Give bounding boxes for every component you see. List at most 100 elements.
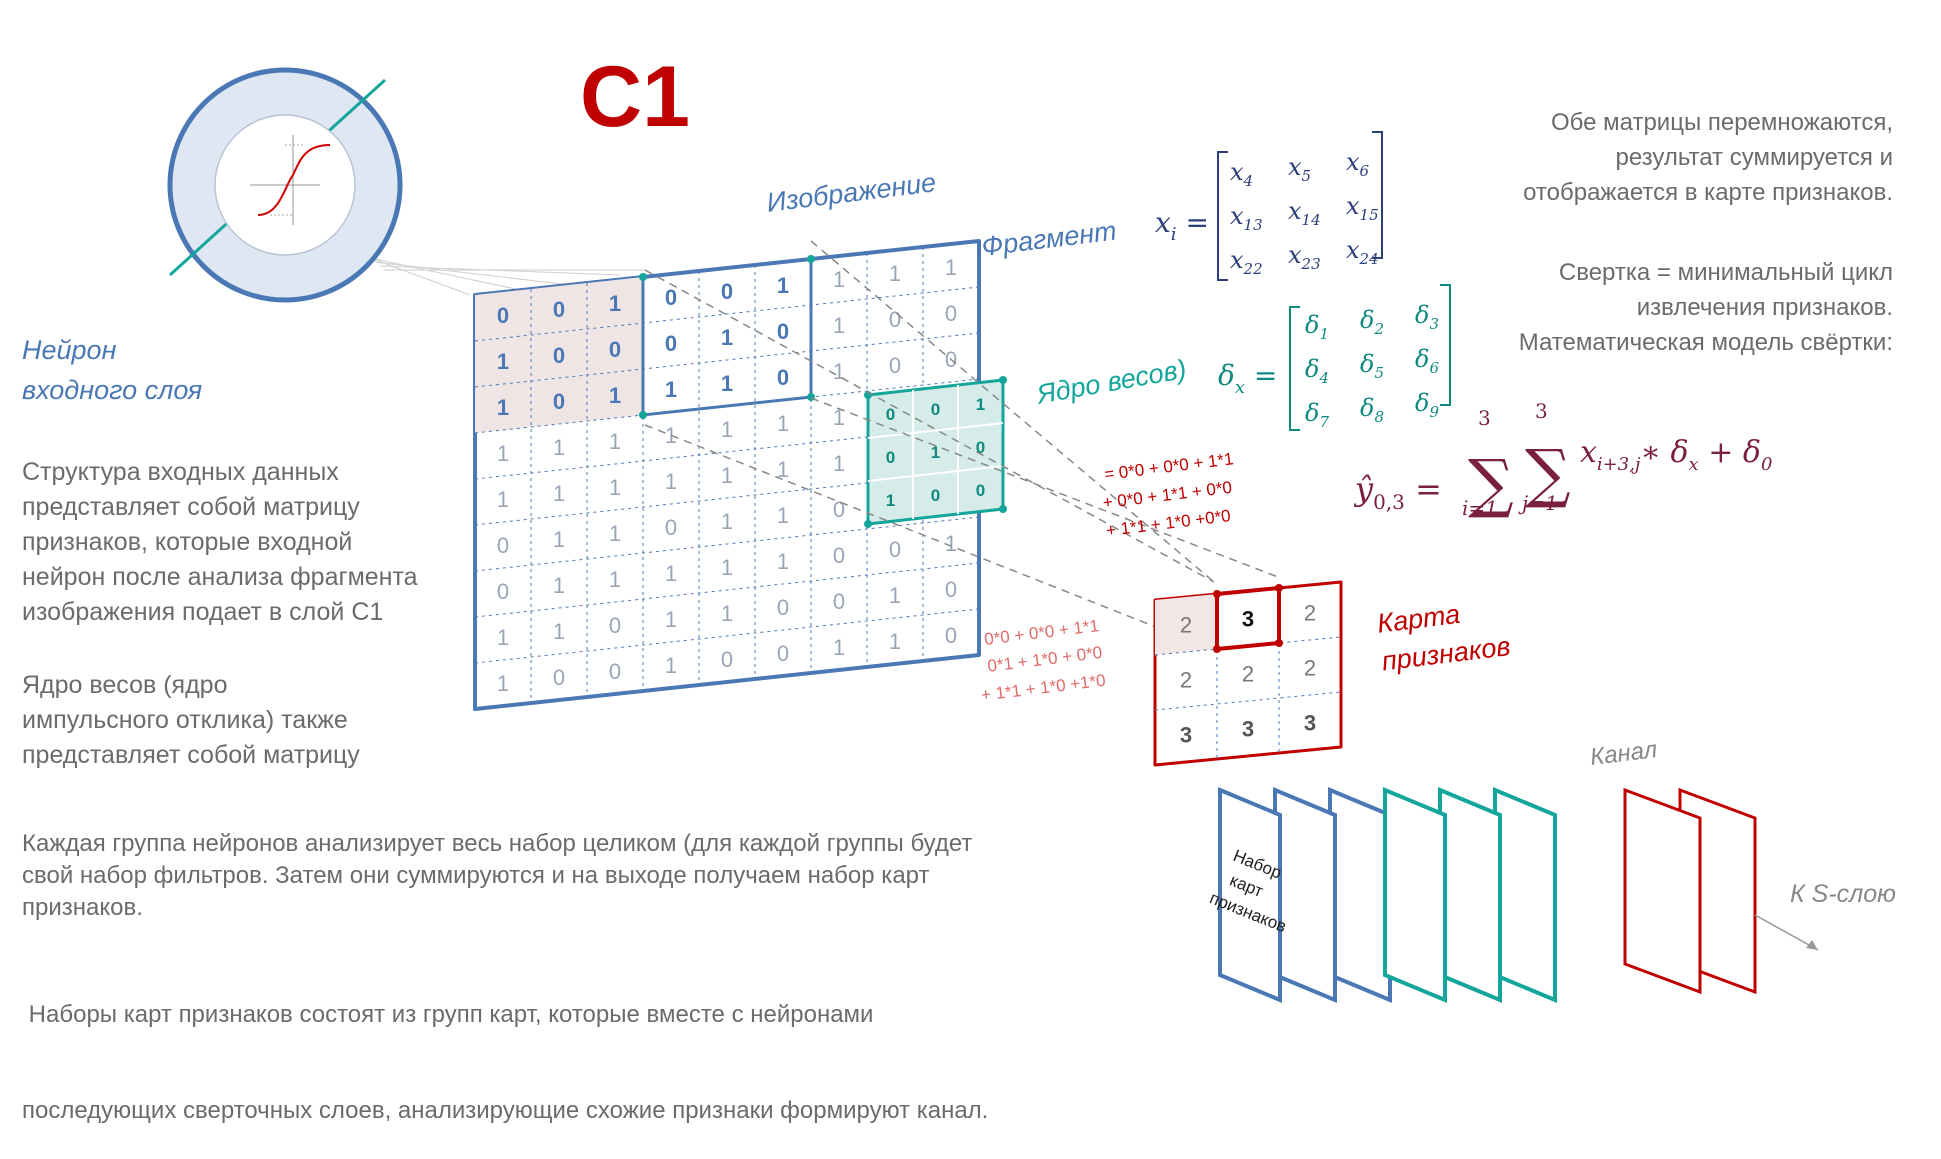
stack-card-blue-3	[1328, 787, 1392, 1003]
feature-map-cell: 3	[1242, 607, 1254, 632]
fragment-highlight	[639, 255, 815, 419]
right-text-1-line-2: результат суммируется и	[1615, 144, 1894, 171]
image-cell: 1	[553, 481, 565, 506]
image-cell: 0	[497, 533, 509, 558]
image-cell: 0	[553, 343, 565, 368]
formula-cell: x23	[1288, 241, 1321, 273]
svg-text:3: 3	[1478, 406, 1491, 430]
image-cell: 1	[497, 671, 509, 696]
kernel-cell: 0	[976, 481, 985, 500]
svg-text:+ 1*1 + 1*0 +1*0: + 1*1 + 1*0 +1*0	[980, 671, 1107, 705]
image-cell: 1	[833, 313, 845, 338]
feature-map-cell: 2	[1180, 668, 1192, 693]
formula-cell: δ4	[1305, 355, 1329, 387]
image-cell: 1	[777, 273, 789, 298]
kernel-cell: 0	[931, 486, 940, 505]
bottom-text-1-line-1: Каждая группа нейронов анализирует весь …	[22, 830, 973, 857]
feature-map-cell: 3	[1242, 717, 1254, 742]
image-cell: 0	[889, 307, 901, 332]
image-cell: 0	[889, 537, 901, 562]
svg-text:∑: ∑	[1525, 437, 1571, 511]
kernel-cell: 0	[976, 438, 985, 457]
formula-cell: x22	[1230, 246, 1263, 278]
arrow-to-s-layer	[1754, 914, 1819, 951]
image-cell: 1	[665, 469, 677, 494]
svg-text:xi =: xi =	[1155, 206, 1209, 245]
stack-card-teal-4	[1493, 787, 1557, 1003]
formula-cell: δ9	[1415, 389, 1439, 421]
feature-map-cell: 3	[1180, 723, 1192, 748]
feature-map-cell: 2	[1304, 656, 1316, 681]
right-text-1: Обе матрицы перемножаются, результат сум…	[1523, 105, 1893, 210]
formula-cell: δ2	[1360, 306, 1384, 338]
image-cell: 0	[609, 613, 621, 638]
svg-text:j=1: j=1	[1518, 491, 1558, 515]
image-cell: 1	[665, 561, 677, 586]
formula-cell: δ3	[1415, 301, 1439, 333]
stack-card-blue-2	[1273, 787, 1337, 1003]
image-cell: 1	[721, 417, 733, 442]
image-cell: 0	[777, 641, 789, 666]
image-cell: 1	[833, 267, 845, 292]
right-text-2-line-1: Свертка = минимальный цикл	[1558, 259, 1893, 286]
image-cell: 1	[497, 395, 509, 420]
image-cell: 1	[889, 629, 901, 654]
image-cell: 1	[777, 503, 789, 528]
left-text-2-line-3: представляет собой матрицу	[22, 741, 360, 769]
left-text-1-line-5: изображения подает в слой С1	[22, 598, 384, 626]
formula-cell: x4	[1230, 158, 1253, 190]
image-cell: 1	[721, 325, 733, 350]
calc-red: = 0*0 + 0*0 + 1*1 + 0*0 + 1*1 + 0*0 + 1*…	[1102, 449, 1235, 540]
svg-text:δx =: δx =	[1218, 359, 1277, 398]
svg-text:xi+3,j∗ δx + δ0: xi+3,j∗ δx + δ0	[1580, 435, 1772, 475]
formula-cell: x5	[1288, 153, 1311, 185]
image-cell: 1	[777, 457, 789, 482]
image-cell: 1	[721, 463, 733, 488]
formula-cell: δ5	[1360, 350, 1384, 382]
image-cell: 0	[721, 279, 733, 304]
image-cell: 0	[945, 623, 957, 648]
image-cell: 1	[833, 451, 845, 476]
neuron-label-line-2: входного слоя	[22, 375, 203, 405]
left-text-1-line-1: Структура входных данных	[22, 458, 339, 486]
svg-text:0*1 + 1*0 + 0*0: 0*1 + 1*0 + 0*0	[986, 643, 1103, 676]
stack-card-teal-3	[1438, 787, 1502, 1003]
image-cell: 0	[497, 303, 509, 328]
formula-cell: x6	[1346, 148, 1370, 180]
image-cell: 0	[777, 365, 789, 390]
image-cell: 1	[889, 261, 901, 286]
kernel-cell: 0	[886, 405, 895, 424]
channel-stack	[1218, 787, 1757, 1003]
kernel-cell: 0	[886, 448, 895, 467]
formula-cell: δ1	[1305, 311, 1329, 343]
image-cell: 0	[889, 353, 901, 378]
bottom-text-2-line-1: Наборы карт признаков состоят из групп к…	[22, 1001, 874, 1028]
formula-cell: x24	[1346, 236, 1379, 268]
right-text-2: Свертка = минимальный цикл извлечения пр…	[1519, 255, 1893, 360]
stack-card-red-1	[1623, 787, 1702, 995]
image-cell: 1	[665, 653, 677, 678]
image-cell: 1	[833, 635, 845, 660]
left-text-2: Ядро весов (ядро импульсного отклика) та…	[22, 668, 360, 773]
kernel-cell: 1	[931, 443, 940, 462]
bottom-text-2: Наборы карт признаков состоят из групп к…	[22, 935, 988, 1159]
right-text-1-line-3: отображается в карте признаков.	[1523, 179, 1893, 206]
image-cell: 1	[497, 441, 509, 466]
feature-map-cell: 2	[1304, 601, 1316, 626]
image-cell: 1	[609, 291, 621, 316]
image-cell: 1	[609, 383, 621, 408]
image-cell: 0	[833, 497, 845, 522]
image-cell: 0	[777, 595, 789, 620]
image-cell: 0	[665, 515, 677, 540]
feature-map-cell: 3	[1304, 711, 1316, 736]
image-cell: 0	[609, 337, 621, 362]
formula-cell: δ8	[1360, 394, 1384, 426]
image-cell: 0	[609, 659, 621, 684]
image-cell: 0	[833, 589, 845, 614]
image-cell: 1	[609, 475, 621, 500]
